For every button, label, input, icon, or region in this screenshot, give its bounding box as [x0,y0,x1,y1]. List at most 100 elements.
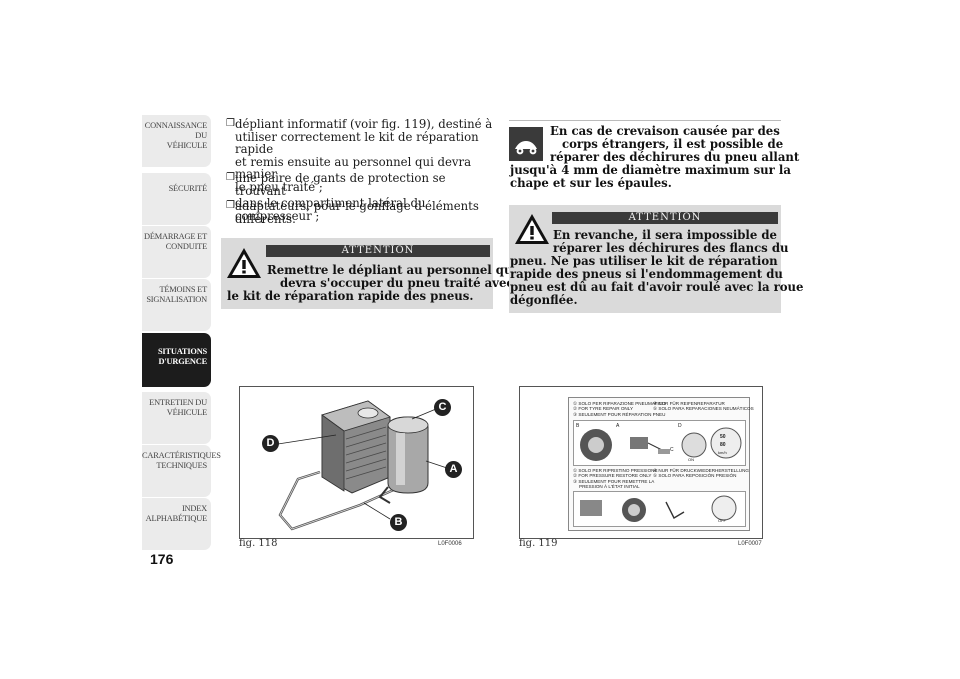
tab-label-line: TECHNIQUES [156,461,207,470]
callout-a: A [445,461,462,478]
tab-label-line: VÉHICULE [166,141,207,150]
figure-118: D C A B [239,386,474,539]
step-label-b: B [576,423,580,429]
warning-text-right: En revanche, il sera impossible de répar… [510,228,804,307]
tab-label-line: VÉHICULE [166,408,207,417]
speed-unit: km/h [718,450,727,455]
warning-triangle-icon [515,214,549,244]
figure-119-caption: fig. 119 [519,538,558,549]
warning-line: pneu est dû au fait d'avoir roulé avec l… [510,280,804,294]
note-line: corps étrangers, il est possible de [562,137,784,151]
speed-value: 50 [720,434,726,440]
page-number: 176 [150,551,174,567]
bullet-line: adaptateurs, pour le gonflage d'éléments [235,199,479,213]
note-top-rule [509,120,781,121]
warning-triangle-icon [227,248,261,278]
tab-label-line: CARACTÉRISTIQUES [142,451,221,460]
bullet-item: ❒ dépliant informatif (voir fig. 119), d… [226,118,496,194]
tab-label-line: CONNAISSANCE DU [144,121,207,140]
tab-label-line: SIGNALISATION [146,295,207,304]
repair-steps-illustration [580,427,742,461]
bullet-line: le pneu traité ; [235,179,323,194]
leaflet-text: ② FOR TYRE REPAIR ONLY [573,406,634,412]
figure-119-code: L0F0007 [738,541,762,547]
bullet-line: utiliser correctement le kit de réparati… [235,129,479,157]
leaflet-text: ③ SEULEMENT POUR REMETTRE LA [573,478,655,484]
note-line: réparer des déchirures du pneu allant [550,150,800,164]
leaflet-text: ④ NUR FÜR DRUCKWIEDERHERSTELLUNG [653,468,749,473]
warning-line: rapide des pneus si l'endommagement du [510,267,783,281]
dial-label: ON [688,457,694,462]
attention-header: ATTENTION [552,212,778,224]
leaflet-text: ② FOR PRESSURE RESTORE ONLY [573,473,652,479]
tab-securite[interactable]: SÉCURITÉ [142,173,211,225]
note-line: chape et sur les épaules. [510,176,672,190]
tab-label-line: D'URGENCE [158,357,208,366]
bullet-line: dans le compartiment latéral du compress… [235,196,426,223]
bullet-square-icon: ❒ [226,200,235,211]
warning-line: réparer les déchirures des flancs du [553,241,789,255]
bullet-line: différents. [235,211,296,226]
pressure-steps-illustration [580,495,737,522]
figure-118-code: L0F0006 [438,541,462,547]
tab-label-line: INDEX [181,504,207,513]
tab-index-alphabetique[interactable]: INDEX ALPHABÉTIQUE [142,498,211,550]
callout-c: C [434,399,451,416]
figure-119: ① SOLO PER RIPARAZIONE PNEUMATICO ② FOR … [519,386,763,539]
leaflet-top-right: ④ NUR FÜR REIFENREPARATUR ⑤ SOLO PARA RE… [653,401,754,412]
callout-b: B [390,514,407,531]
tab-caracteristiques-techniques[interactable]: CARACTÉRISTIQUES TECHNIQUES [142,445,221,497]
leaflet-bottom-left: ① SOLO PER RIPRISTINO PRESSIONE ② FOR PR… [573,468,658,490]
callout-d: D [262,435,279,452]
leaflet-text: ③ SEULEMENT POUR RÉPARATION PNEU [573,411,666,417]
bullet-line: dépliant informatif (voir fig. 119), des… [235,117,493,131]
bullet-line: une paire de gants de protection se trou… [235,171,446,198]
step-label-c: C [670,447,674,453]
leaflet-bottom-right: ④ NUR FÜR DRUCKWIEDERHERSTELLUNG ⑤ SOLO … [653,468,749,479]
warning-text-left: Remettre le dépliant au personnel qui de… [227,263,517,303]
tab-label-line: DÉMARRAGE ET [144,232,207,241]
bullet-item: ❒ adaptateurs, pour le gonflage d'élémen… [226,200,496,225]
tab-label-line: TÉMOINS ET [159,285,207,294]
bullet-item: ❒ une paire de gants de protection se tr… [226,172,496,222]
compressor-illustration [277,400,451,531]
warning-line: pneu. Ne pas utiliser le kit de réparati… [510,254,778,268]
bullet-square-icon: ❒ [226,172,235,183]
tab-connaissance-du-vehicule[interactable]: CONNAISSANCE DU VÉHICULE [142,115,211,167]
note-line: En cas de crevaison causée par des [550,124,780,138]
note-text-right: En cas de crevaison causée par des corps… [510,124,800,190]
leaflet-text: ⑤ SOLO PARA REPARACIONES NEUMÁTICOS [653,406,754,412]
tab-demarrage-et-conduite[interactable]: DÉMARRAGE ET CONDUITE [142,226,211,278]
leaflet-top-steps: B A C D 50 80 km/h ON [573,420,746,466]
leaflet-text: PRESSION À L'ÉTAT INITIAL [579,484,640,490]
tab-situations-d-urgence[interactable]: SITUATIONS D'URGENCE [142,333,211,387]
tab-entretien-du-vehicule[interactable]: ENTRETIEN DU VÉHICULE [142,392,211,444]
leaflet-text: ① SOLO PER RIPRISTINO PRESSIONE [573,468,658,473]
step-label-d: D [678,423,682,429]
step-label-a: A [616,423,620,429]
leaflet-text: ⑤ SOLO PARA REPOSICIÓN PRESIÓN [653,473,737,479]
leaflet-text: ④ NUR FÜR REIFENREPARATUR [653,401,725,406]
figure-118-caption: fig. 118 [239,538,278,549]
bullet-line: et remis ensuite au personnel qui devra … [235,154,472,182]
tab-label-line: SÉCURITÉ [168,184,208,193]
note-line: jusqu'à 4 mm de diamètre maximum sur la [510,163,791,177]
attention-header: ATTENTION [266,245,490,257]
leaflet-text: ① SOLO PER RIPARAZIONE PNEUMATICO [573,401,666,406]
tab-label-line: CONDUITE [165,242,207,251]
warning-line: En revanche, il sera impossible de [553,228,777,242]
tyre-note-icon [509,127,543,161]
warning-line: Remettre le dépliant au personnel qui [267,263,517,277]
leaflet-bottom-steps: OFF [573,491,746,527]
tab-label-line: ENTRETIEN DU [149,398,207,407]
warning-line: dégonflée. [510,293,578,307]
leaflet-top-left: ① SOLO PER RIPARAZIONE PNEUMATICO ② FOR … [573,401,666,417]
dial-label: OFF [718,518,726,523]
tab-label-line: SITUATIONS [157,347,207,356]
speed-value: 80 [720,442,726,448]
warning-line: le kit de réparation rapide des pneus. [227,289,474,303]
tab-temoins-et-signalisation[interactable]: TÉMOINS ET SIGNALISATION [142,279,211,331]
repair-leaflet: ① SOLO PER RIPARAZIONE PNEUMATICO ② FOR … [568,397,754,531]
warning-line: devra s'occuper du pneu traité avec [280,276,514,290]
bullet-square-icon: ❒ [226,118,235,129]
